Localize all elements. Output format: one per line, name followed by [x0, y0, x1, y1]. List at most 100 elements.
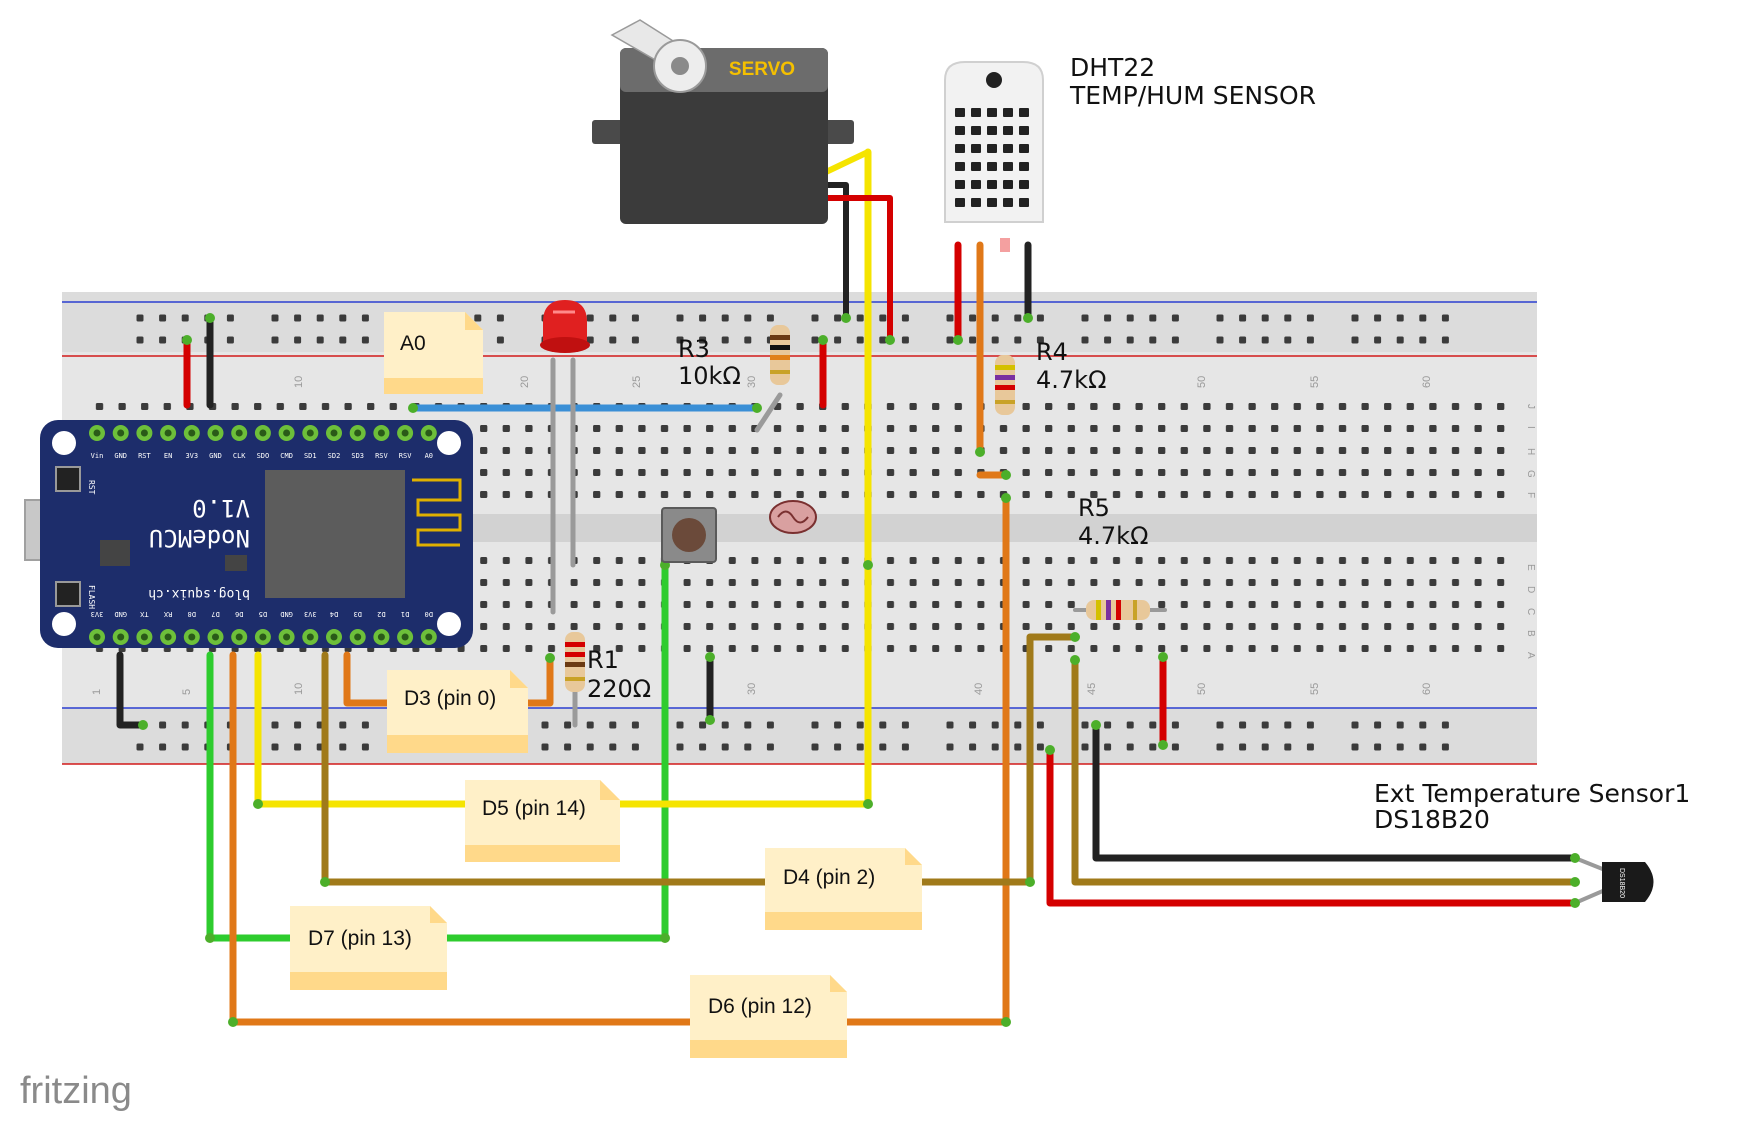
servo-yellow	[823, 149, 871, 175]
note-d5: D5 (pin 14)	[465, 780, 620, 862]
nodemcu-pin-label-bottom: GND	[280, 610, 293, 618]
column-tick-bottom: 30	[746, 683, 758, 695]
servo-black	[823, 182, 849, 321]
nodemcu-pin-label-bottom: D4	[330, 610, 338, 618]
rst-button[interactable]	[55, 466, 81, 492]
column-tick-top: 10	[293, 376, 305, 388]
row-letter: C	[1525, 608, 1536, 615]
nodemcu-version: V1.0	[192, 494, 250, 522]
column-tick-top: 55	[1309, 376, 1321, 388]
nodemcu-pin-label-top: GND	[209, 452, 222, 460]
nodemcu-pin-label-top: EN	[164, 452, 172, 460]
nodemcu-pin-label-top: SD3	[351, 452, 364, 460]
push-button[interactable]	[661, 507, 717, 563]
nodemcu-pins: Vin3V3GNDGNDRSTTXENRX3V3D8GNDD7CLKD6SDOD…	[89, 425, 437, 645]
flash-label: FLASH	[87, 585, 96, 609]
note-d4: D4 (pin 2)	[765, 848, 922, 930]
row-letter: D	[1525, 586, 1536, 593]
ds-legs	[1573, 856, 1607, 872]
dht22-body	[944, 61, 1044, 223]
nodemcu-pin-label-bottom: D8	[188, 610, 196, 618]
r4-name: R4	[1036, 338, 1068, 366]
antenna-trace	[412, 478, 462, 547]
nodemcu-pin-label-top: SD2	[328, 452, 341, 460]
dht22-grille	[955, 108, 1029, 207]
r3-leg	[754, 392, 783, 433]
note-d5-text: D5 (pin 14)	[482, 797, 586, 820]
column-tick-bottom: 1	[91, 689, 103, 695]
row-letter: A	[1525, 652, 1536, 659]
row-letter: B	[1525, 630, 1536, 637]
note-a0: A0	[384, 312, 483, 394]
wire-d6-orange	[229, 494, 1010, 1026]
nodemcu-pin-label-bottom: D3	[353, 610, 361, 618]
column-tick-bottom: 50	[1196, 683, 1208, 695]
nodemcu-pin-label-top: RST	[138, 452, 151, 460]
note-d6: D6 (pin 12)	[690, 975, 847, 1058]
note-d7: D7 (pin 13)	[290, 906, 447, 990]
row-letter: H	[1525, 448, 1536, 455]
nodemcu-pin-label-top: RSV	[399, 452, 412, 460]
resistor-r5	[1086, 600, 1150, 620]
ds18b20-title: Ext Temperature Sensor1	[1374, 779, 1690, 808]
esp-module	[265, 470, 405, 598]
jumper-black-gnd	[116, 651, 147, 729]
power-rail-top	[62, 292, 1537, 352]
nodemcu-pin-label-bottom: GND	[114, 610, 127, 618]
column-tick-top: 25	[631, 376, 643, 388]
column-tick-top: 50	[1196, 376, 1208, 388]
nodemcu-pin-label-top: GND	[114, 452, 127, 460]
resistor-r4	[995, 355, 1015, 415]
nodemcu-pin-label-top: CMD	[280, 452, 293, 460]
nodemcu-pin-label-bottom: 3V3	[304, 610, 317, 618]
nodemcu-pin-label-bottom: D5	[259, 610, 267, 618]
r1-value: 220Ω	[587, 675, 651, 703]
ds-black	[1092, 721, 1579, 862]
column-tick-bottom: 10	[293, 683, 305, 695]
fritzing-logo: fritzing	[20, 1070, 132, 1112]
r5-name: R5	[1078, 494, 1110, 522]
r3-value: 10kΩ	[678, 362, 741, 390]
column-tick-bottom: 45	[1086, 683, 1098, 695]
servo: SERVO	[592, 19, 854, 224]
resistor-r1	[565, 632, 585, 692]
nodemcu-pin-label-top: CLK	[233, 452, 246, 460]
column-tick-bottom: 55	[1309, 683, 1321, 695]
note-d3-text: D3 (pin 0)	[404, 687, 496, 710]
red-led	[540, 300, 590, 353]
ds18b20-body-text: DS18B20	[1618, 868, 1625, 898]
row-letter: I	[1525, 426, 1536, 429]
nodemcu-pin-label-top: A0	[425, 452, 433, 460]
ds-red	[1046, 746, 1579, 907]
note-d4-text: D4 (pin 2)	[783, 866, 875, 889]
r4-value: 4.7kΩ	[1036, 366, 1106, 394]
photoresistor	[769, 500, 817, 534]
nodemcu-pin-label-bottom: D2	[377, 610, 385, 618]
dht22-sensor: DHT22 TEMP/HUM SENSOR	[944, 53, 1316, 252]
wire-ends	[138, 313, 1580, 1027]
column-tick-bottom: 5	[181, 689, 193, 695]
nodemcu-pin-label-top: SD1	[304, 452, 317, 460]
r3-name: R3	[678, 335, 710, 363]
nodemcu-title: NodeMCU	[149, 524, 250, 552]
column-tick-top: 30	[746, 376, 758, 388]
nodemcu-pin-label-top: RSV	[375, 452, 388, 460]
power-rail-bottom	[62, 708, 1537, 764]
column-tick-bottom: 60	[1421, 683, 1433, 695]
nodemcu-pin-label-top: 3V3	[185, 452, 198, 460]
nodemcu-pin-label-bottom: TX	[139, 610, 148, 618]
note-d6-text: D6 (pin 12)	[708, 995, 812, 1018]
nodemcu-pin-label-bottom: D6	[235, 610, 243, 618]
r1-name: R1	[587, 646, 619, 674]
ds18b20-sensor: DS18B20 Ext Temperature Sensor1 DS18B20	[1374, 779, 1690, 902]
nodemcu-pin-label-bottom: RX	[163, 610, 172, 618]
resistor-r3	[770, 325, 790, 385]
dht22-subtitle: TEMP/HUM SENSOR	[1069, 81, 1316, 110]
nodemcu-pin-label-top: SDO	[257, 452, 270, 460]
row-letter: E	[1525, 564, 1536, 571]
flash-button[interactable]	[55, 581, 81, 607]
note-d7-text: D7 (pin 13)	[308, 927, 412, 950]
